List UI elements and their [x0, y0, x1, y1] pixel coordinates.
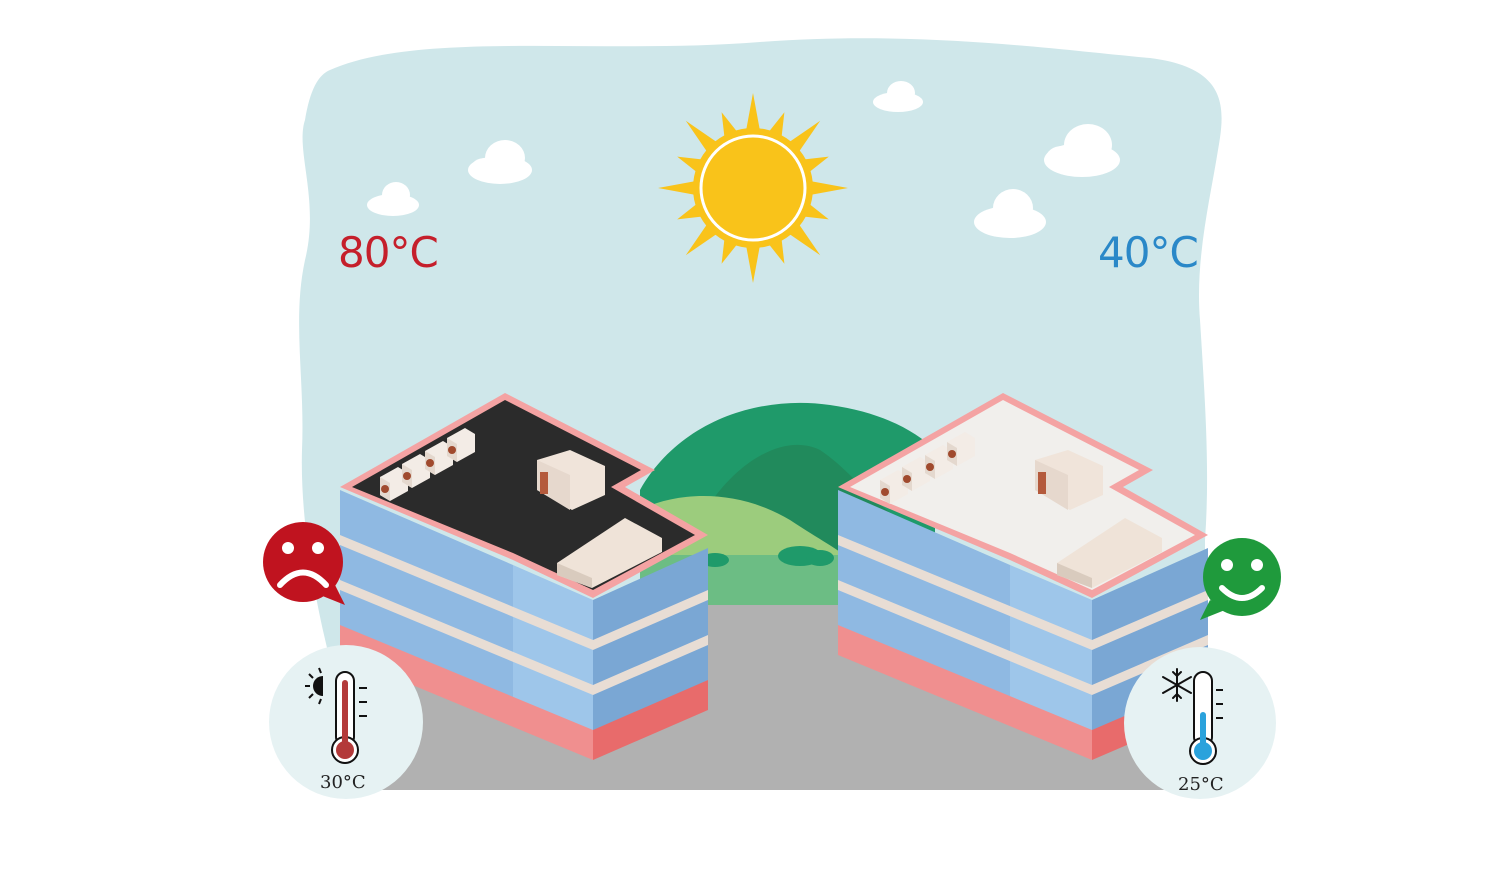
thermometer-icon	[331, 671, 367, 764]
cloud-icon	[873, 81, 923, 112]
snowflake-icon	[1162, 668, 1192, 702]
cool-thermometer-panel	[1124, 647, 1276, 799]
cool-roof-temperature: 40°C	[1098, 228, 1199, 277]
cloud-icon	[1044, 124, 1120, 177]
hot-building	[340, 393, 708, 760]
cloud-icon	[367, 182, 419, 216]
cloud-icon	[468, 140, 532, 184]
ac-units	[880, 432, 975, 504]
sad-face-icon	[263, 522, 345, 605]
ac-units	[380, 428, 475, 501]
hot-thermometer-panel	[269, 645, 423, 799]
cloud-icon	[974, 189, 1046, 238]
hot-indoor-temperature: 30°C	[320, 772, 366, 793]
happy-face-icon	[1200, 538, 1281, 620]
hot-roof-temperature: 80°C	[338, 228, 439, 277]
cool-indoor-temperature: 25°C	[1178, 774, 1224, 795]
cool-building	[838, 393, 1208, 760]
sun-icon	[305, 667, 323, 705]
thermometer-icon	[1189, 671, 1223, 765]
hill-light	[640, 496, 850, 560]
sun-icon	[658, 93, 848, 283]
